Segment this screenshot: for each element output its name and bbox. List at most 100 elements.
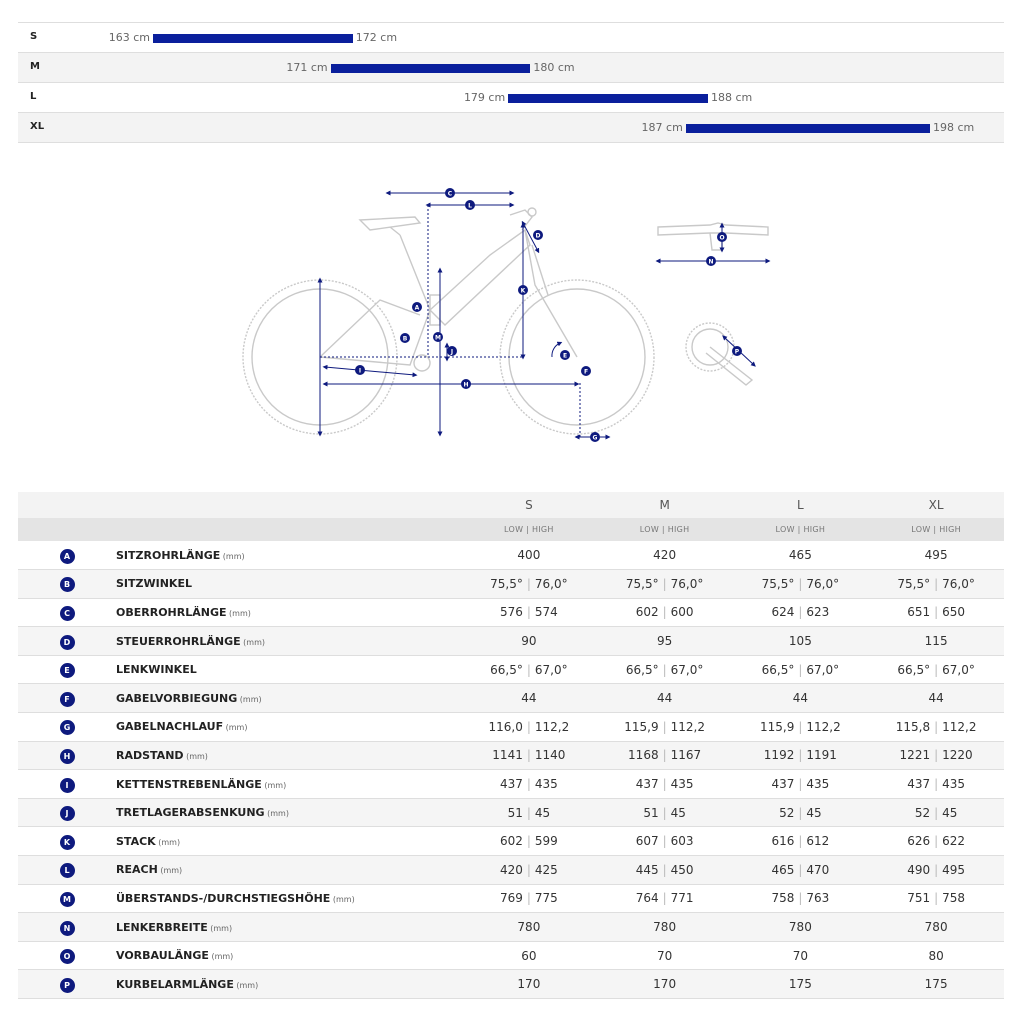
height-min: 171 cm xyxy=(286,61,328,74)
value-high: 775 xyxy=(534,891,558,906)
measurement-name: LENKERBREITE xyxy=(116,920,208,934)
value-low: 769 xyxy=(499,891,523,906)
value-high: 650 xyxy=(942,605,966,620)
height-max: 180 cm xyxy=(533,61,575,74)
measurement-name-cell: SITZROHRLÄNGE (mm) xyxy=(116,541,461,570)
value-low: 115,8 xyxy=(895,719,931,734)
value-separator: | xyxy=(662,719,667,734)
measurement-unit: (mm) xyxy=(183,751,208,761)
value-cell-xl: 751|758 xyxy=(868,884,1004,913)
value-separator: | xyxy=(662,805,667,820)
value-high: 1140 xyxy=(534,748,566,763)
measurement-name: LENKWINKEL xyxy=(116,663,197,677)
measurement-letter-badge: J xyxy=(59,806,75,822)
value-low: 60 xyxy=(521,948,537,963)
measurement-letter-badge: M xyxy=(59,891,75,907)
value-low: 44 xyxy=(792,691,809,706)
value-cell-l: 624|623 xyxy=(733,598,869,627)
measurement-name: ÜBERSTANDS-/DURCHSTIEGSHÖHE xyxy=(116,891,331,905)
value-cell-s: 51|45 xyxy=(461,798,597,827)
value-low: 651 xyxy=(907,605,931,620)
diagram-marker-letter: E xyxy=(563,352,567,359)
value-high: 67,0° xyxy=(942,662,975,677)
diagram-marker-letter: P xyxy=(735,348,740,355)
value-low: 626 xyxy=(907,834,931,849)
height-min: 187 cm xyxy=(641,121,683,134)
row-letter-cell: K xyxy=(18,827,116,856)
row-letter-cell: E xyxy=(18,655,116,684)
value-separator: | xyxy=(934,777,939,792)
value-high: 76,0° xyxy=(534,576,568,591)
measurement-letter-badge: O xyxy=(59,949,75,965)
measurement-letter-badge: F xyxy=(59,691,75,707)
value-high: 763 xyxy=(806,891,830,906)
value-separator: | xyxy=(798,777,803,792)
height-range-bar xyxy=(685,124,930,133)
value-low: 90 xyxy=(521,634,537,649)
measurement-letter-badge: D xyxy=(59,634,75,650)
measurement-name-cell: ÜBERSTANDS-/DURCHSTIEGSHÖHE (mm) xyxy=(116,884,461,913)
value-separator: | xyxy=(526,719,531,734)
diagram-marker-b: B xyxy=(400,333,410,343)
measurement-name: SITZROHRLÄNGE xyxy=(116,548,221,562)
value-low: 624 xyxy=(771,605,795,620)
diagram-marker-i: I xyxy=(355,365,365,375)
value-cell-s: 602|599 xyxy=(461,827,597,856)
measurement-name: KURBELARMLÄNGE xyxy=(116,977,234,991)
value-cell-s: 75,5°|76,0° xyxy=(461,570,597,599)
value-separator: | xyxy=(662,777,667,792)
row-letter-cell: P xyxy=(18,970,116,999)
value-low: 602 xyxy=(635,605,659,620)
height-max: 198 cm xyxy=(933,121,975,134)
size-row-xl: XL 187 cm 198 cm xyxy=(18,112,1004,143)
value-low: 170 xyxy=(517,977,541,992)
value-high: 435 xyxy=(942,777,966,792)
value-separator: | xyxy=(934,834,939,849)
value-separator: | xyxy=(662,862,667,877)
size-column-header: L xyxy=(732,492,869,518)
value-cell-m: 66,5°|67,0° xyxy=(597,655,733,684)
value-high: 600 xyxy=(670,605,694,620)
diagram-marker-d: D xyxy=(533,230,543,240)
diagram-marker-letter: I xyxy=(359,367,361,374)
height-min: 163 cm xyxy=(108,31,150,44)
value-cell-s: 780 xyxy=(461,913,597,942)
diagram-marker-n: N xyxy=(706,256,716,266)
diagram-marker-letter: G xyxy=(593,434,598,441)
value-cell-m: 780 xyxy=(597,913,733,942)
diagram-marker-g: G xyxy=(590,432,600,442)
value-cell-s: 769|775 xyxy=(461,884,597,913)
size-column-header: M xyxy=(596,492,733,518)
diagram-marker-letter: H xyxy=(463,381,468,388)
measurement-unit: (mm) xyxy=(208,952,234,962)
value-cell-m: 445|450 xyxy=(597,856,733,885)
value-cell-l: 175 xyxy=(733,970,869,999)
value-low: 51 xyxy=(507,805,523,820)
value-separator: | xyxy=(798,805,803,820)
value-low: 764 xyxy=(635,891,659,906)
measurement-name-cell: GABELVORBIEGUNG (mm) xyxy=(116,684,461,713)
diagram-marker-h: H xyxy=(461,379,471,389)
value-high: 112,2 xyxy=(942,719,977,734)
value-separator: | xyxy=(526,891,531,906)
value-cell-xl: 75,5°|76,0° xyxy=(868,570,1004,599)
value-high: 435 xyxy=(534,777,558,792)
diagram-marker-o: O xyxy=(717,232,727,242)
diagram-marker-letter: A xyxy=(415,304,420,311)
value-cell-xl: 780 xyxy=(868,913,1004,942)
size-label: XL xyxy=(30,121,45,132)
value-separator: | xyxy=(526,777,531,792)
value-cell-m: 70 xyxy=(597,941,733,970)
measurement-name: GABELNACHLAUF xyxy=(116,720,224,734)
row-letter-cell: H xyxy=(18,741,116,770)
value-low: 495 xyxy=(924,548,948,563)
